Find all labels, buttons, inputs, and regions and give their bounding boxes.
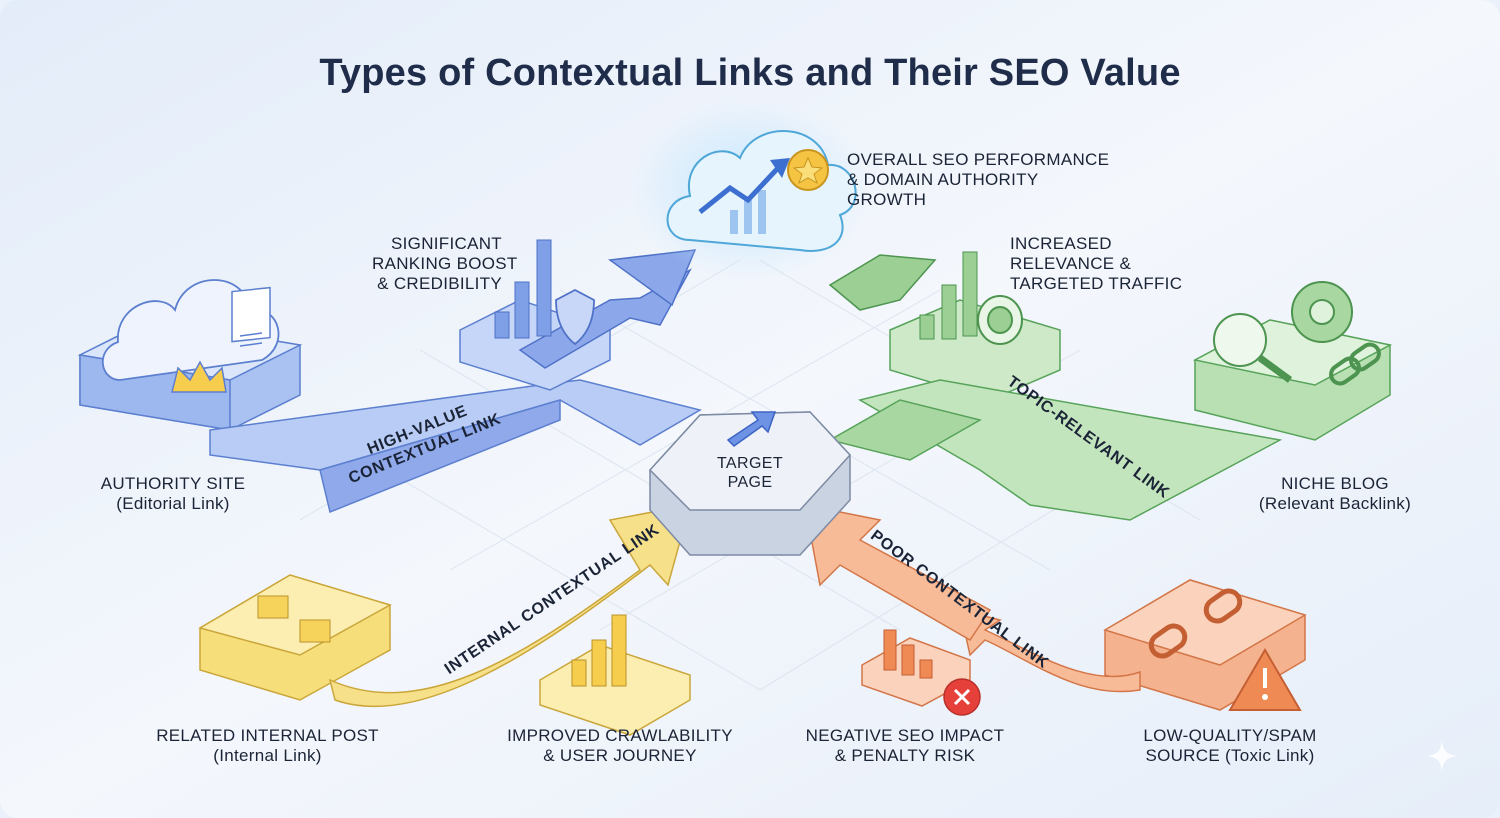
relevance-line-3: TARGETED TRAFFIC [1010, 274, 1183, 293]
internal-route [198, 504, 692, 736]
overall-seo-label: OVERALL SEO PERFORMANCE & DOMAIN AUTHORI… [847, 150, 1109, 210]
spam-source-line-2: SOURCE (Toxic Link) [1145, 746, 1315, 765]
internal-post-line-1: RELATED INTERNAL POST [156, 726, 379, 745]
relevance-line-1: INCREASED [1010, 234, 1112, 253]
authority-site-line-2: (Editorial Link) [116, 494, 230, 513]
authority-site-label: AUTHORITY SITE (Editorial Link) [88, 474, 258, 514]
target-page-block [648, 411, 852, 556]
crawlability-label: IMPROVED CRAWLABILITY & USER JOURNEY [500, 726, 740, 766]
authority-site-line-1: AUTHORITY SITE [100, 474, 246, 493]
negative-impact-line-2: & PENALTY RISK [834, 746, 976, 765]
overall-seo-line-1: OVERALL SEO PERFORMANCE [847, 150, 1110, 169]
diagram-title: Types of Contextual Links and Their SEO … [319, 52, 1181, 94]
crawlability-line-2: & USER JOURNEY [543, 746, 697, 765]
ranking-boost-line-3: & CREDIBILITY [377, 274, 502, 293]
internal-post-label: RELATED INTERNAL POST (Internal Link) [150, 726, 385, 766]
overall-seo-line-2: & DOMAIN AUTHORITY [847, 170, 1039, 189]
crawlability-line-1: IMPROVED CRAWLABILITY [507, 726, 733, 745]
niche-blog-line-2: (Relevant Backlink) [1258, 494, 1412, 513]
spam-source-label: LOW-QUALITY/SPAM SOURCE (Toxic Link) [1130, 726, 1330, 766]
relevance-label: INCREASED RELEVANCE & TARGETED TRAFFIC [1010, 234, 1182, 294]
relevance-line-2: RELEVANCE & [1010, 254, 1132, 273]
high-value-route [77, 239, 702, 514]
target-page-line-2: PAGE [727, 474, 773, 491]
topic-relevant-route [828, 251, 1393, 521]
sparkle-icon [1426, 740, 1458, 772]
negative-impact-line-1: NEGATIVE SEO IMPACT [805, 726, 1005, 745]
ranking-boost-line-1: SIGNIFICANT [391, 234, 502, 253]
target-page-line-1: TARGET [716, 455, 784, 472]
spam-source-line-1: LOW-QUALITY/SPAM [1143, 726, 1317, 745]
niche-blog-line-1: NICHE BLOG [1281, 474, 1389, 493]
ranking-boost-label: SIGNIFICANT RANKING BOOST & CREDIBILITY [372, 234, 518, 294]
target-page-label: TARGET PAGE [700, 454, 800, 492]
overall-seo-cloud [630, 100, 870, 280]
negative-impact-label: NEGATIVE SEO IMPACT & PENALTY RISK [800, 726, 1010, 766]
ranking-boost-line-2: RANKING BOOST [372, 254, 518, 273]
overall-seo-line-3: GROWTH [847, 190, 927, 209]
internal-post-line-2: (Internal Link) [213, 746, 322, 765]
poor-route [804, 504, 1307, 716]
niche-blog-label: NICHE BLOG (Relevant Backlink) [1240, 474, 1430, 514]
